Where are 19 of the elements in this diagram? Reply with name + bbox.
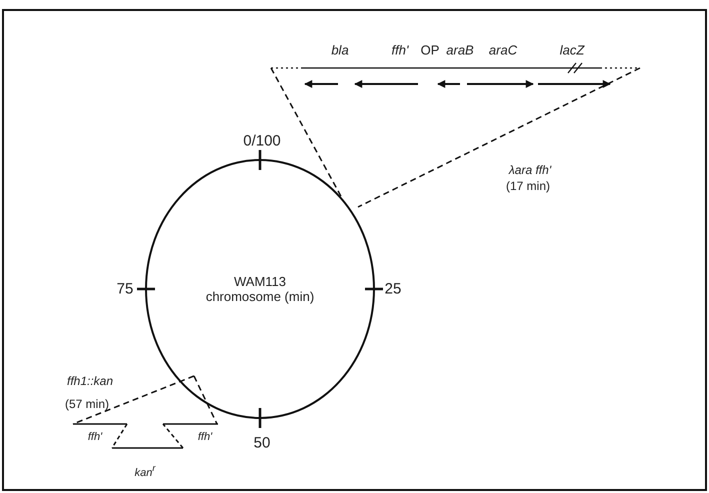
map-position: 50 [254,434,270,452]
gene-label: kan$^{r}$ [134,463,156,479]
gene-label: lacZ [560,42,584,58]
map-position: 0/100 [243,132,281,150]
insertion-label: (17 min) [506,179,550,193]
gene-label: ffh' [198,431,212,443]
promoter-label: OP [420,42,440,58]
insertion-label: (57 min) [65,397,109,411]
chromosome-circle [145,159,375,419]
gene-label: ffh' [392,42,408,58]
chromosome-label: WAM113 chromosome (min) [204,274,316,304]
map-position: 75 [116,280,134,298]
gene-label: bla [331,42,349,58]
gene-label: ffh' [88,431,102,443]
insertion-label: ffh1::kan [66,374,114,388]
gene-label: araC [488,42,518,58]
map-position: 25 [384,280,402,298]
insertion-label: λara ffh' [508,163,552,177]
gene-label: araB [446,42,474,58]
